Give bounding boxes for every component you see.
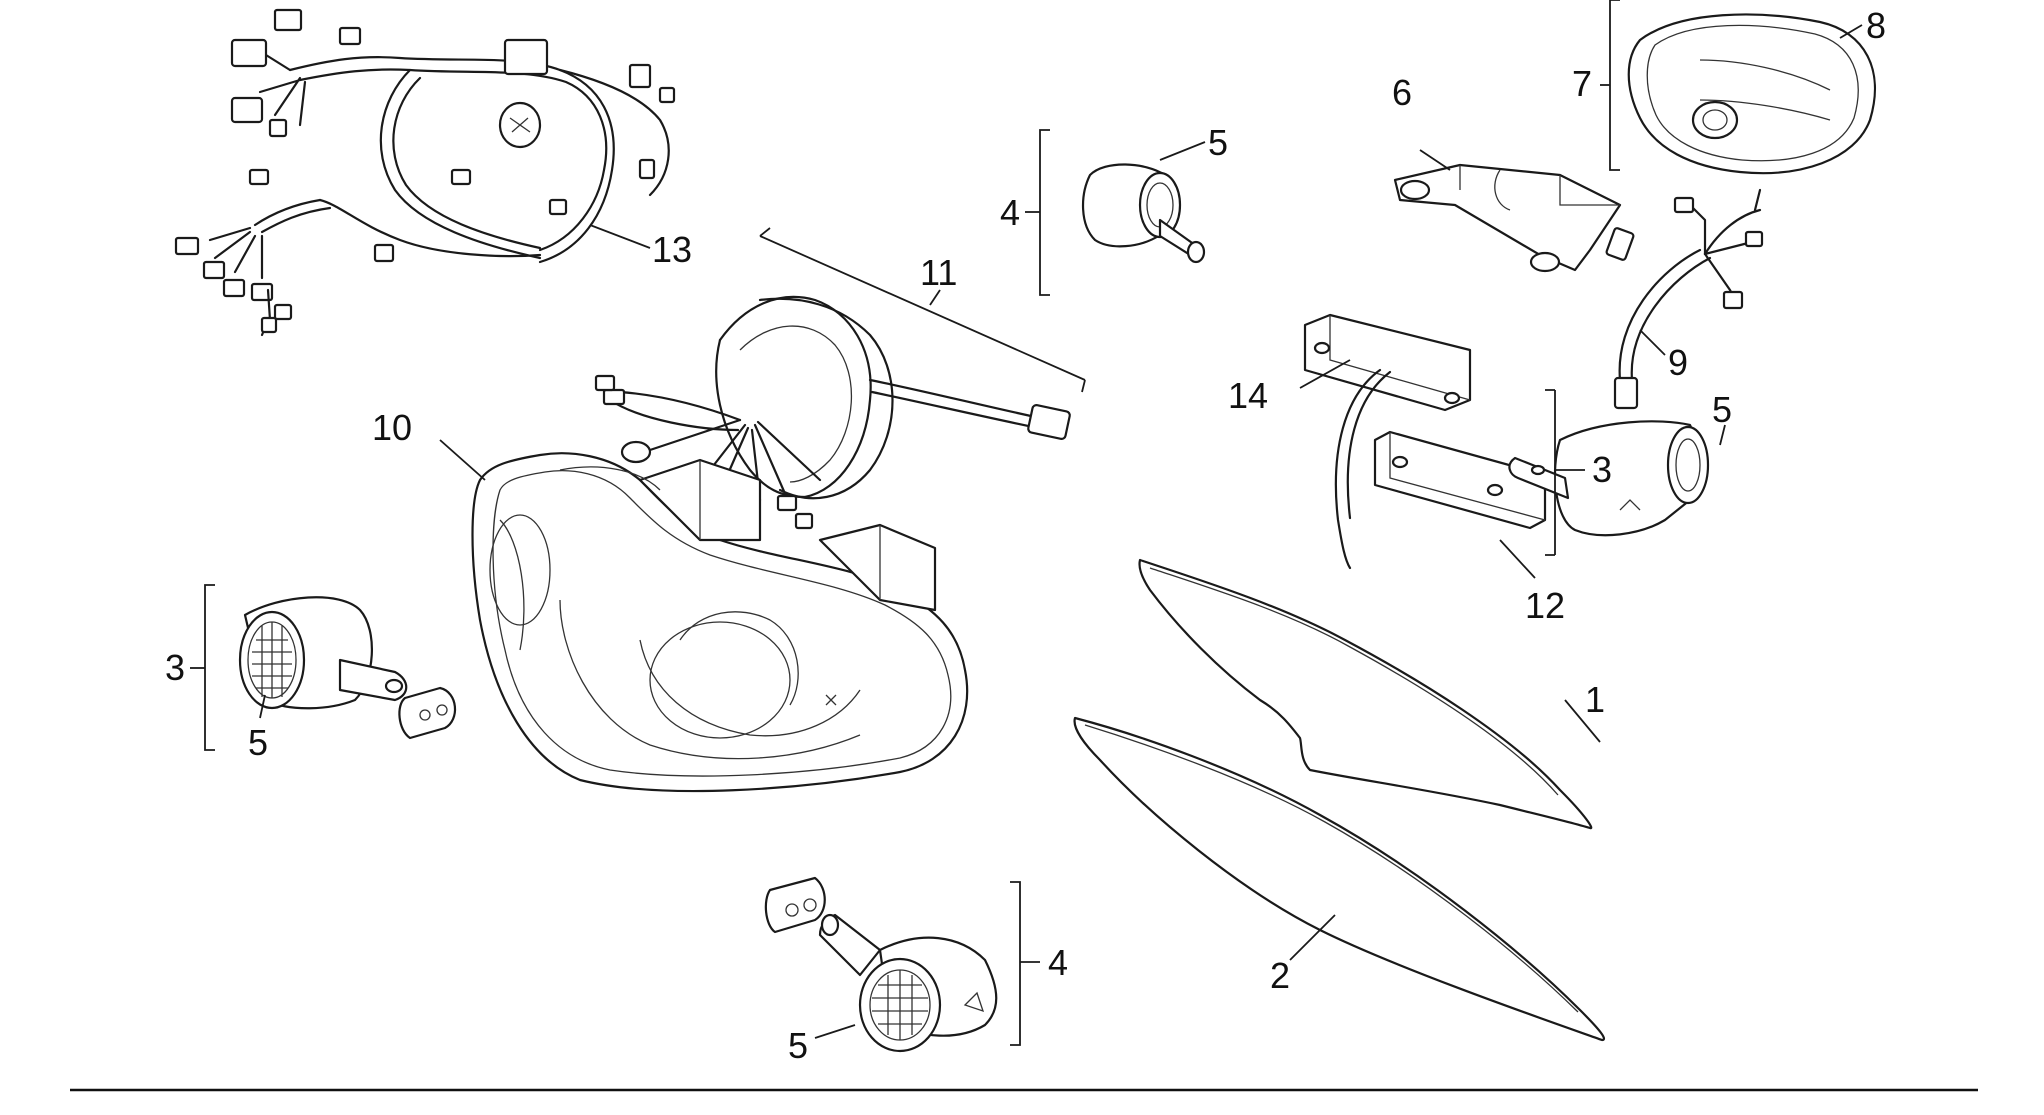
part-11-headlight-bulb-wiring[interactable] [594, 295, 1071, 530]
part-10-headlight[interactable] [471, 452, 969, 793]
part-8-tail-light[interactable] [1627, 13, 1876, 175]
callout-14: 14 [1228, 375, 1268, 416]
part-9-tail-light-wiring[interactable] [1613, 188, 1764, 410]
part-4-top-turn-signal[interactable] [1081, 163, 1206, 264]
callout-1: 1 [1585, 679, 1605, 720]
callout-13: 13 [652, 229, 692, 270]
part-2-windscreen-seal[interactable] [1073, 716, 1605, 1042]
callout-12: 12 [1525, 585, 1565, 626]
callout-11: 11 [920, 252, 957, 293]
part-12-plate[interactable] [1373, 430, 1547, 530]
callout-6: 6 [1392, 72, 1412, 113]
leader-lines [190, 0, 1863, 1046]
callout-5-top: 5 [1208, 122, 1228, 163]
part-13-wiring-harness[interactable] [174, 8, 676, 337]
callout-labels: 1 2 3 3 4 4 5 5 5 5 6 7 8 9 10 11 12 13 … [165, 5, 1886, 1066]
callout-4-bottom: 4 [1048, 942, 1068, 983]
part-4-bottom-turn-signal[interactable] [764, 876, 998, 1053]
part-14-license-plate-light[interactable] [1303, 313, 1472, 570]
callout-5-left: 5 [248, 722, 268, 763]
callout-8: 8 [1866, 5, 1886, 46]
callout-7: 7 [1572, 63, 1592, 104]
part-3-left-turn-signal[interactable] [238, 596, 456, 740]
callout-5-right: 5 [1712, 389, 1732, 430]
callout-3-left: 3 [165, 647, 185, 688]
part-6-bracket[interactable] [1393, 163, 1635, 273]
part-3-right-turn-signal[interactable] [1508, 420, 1710, 537]
part-1-windscreen[interactable] [1138, 558, 1593, 830]
callout-5-bottom: 5 [788, 1025, 808, 1066]
callout-2: 2 [1270, 955, 1290, 996]
callout-4-top: 4 [1000, 192, 1020, 233]
callout-10: 10 [372, 407, 412, 448]
callout-3-right: 3 [1592, 449, 1612, 490]
callout-9: 9 [1668, 342, 1688, 383]
